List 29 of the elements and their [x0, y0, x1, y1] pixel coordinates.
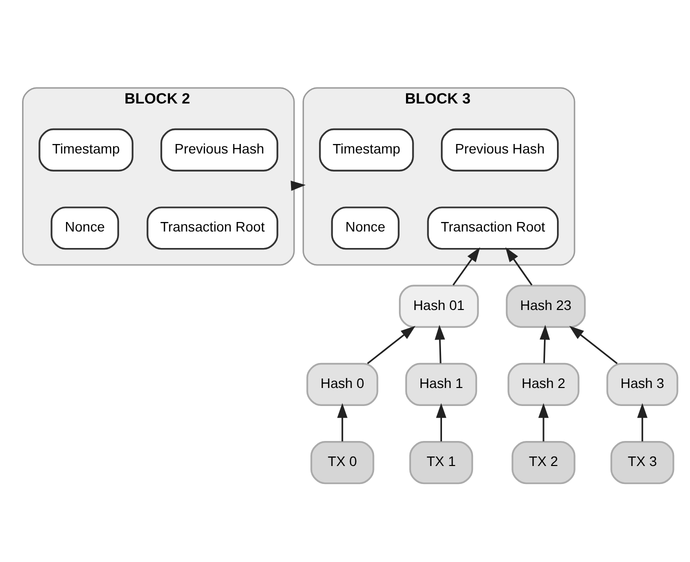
- node-box: Hash 3: [606, 362, 678, 406]
- node-box: TX 0: [310, 441, 374, 484]
- node-box: Hash 1: [404, 362, 477, 406]
- arrow: [436, 403, 446, 442]
- node-box: TX 2: [511, 441, 575, 484]
- arrow: [636, 403, 647, 442]
- node-box: TX 1: [408, 441, 473, 484]
- node-box: TX 3: [610, 441, 674, 484]
- node-box: Transaction Root: [146, 206, 278, 250]
- arrow: [539, 324, 550, 364]
- node-box: Timestamp: [38, 128, 133, 172]
- arrow: [568, 326, 618, 364]
- node-box: Previous Hash: [160, 128, 278, 172]
- arrow: [434, 324, 445, 364]
- arrow: [538, 403, 548, 442]
- arrow: [452, 247, 480, 286]
- arrow: [290, 180, 306, 191]
- node-box: Hash 0: [306, 362, 378, 406]
- arrow: [366, 326, 415, 364]
- node-box: Previous Hash: [440, 128, 558, 172]
- node-box: Nonce: [330, 206, 400, 250]
- arrow: [336, 403, 347, 442]
- arrow: [504, 247, 532, 286]
- node-box: Hash 2: [507, 362, 579, 406]
- node-box: Hash 23: [505, 284, 586, 328]
- node-box: Hash 01: [398, 284, 478, 328]
- node-box: Transaction Root: [426, 206, 558, 250]
- node-box: Timestamp: [318, 128, 414, 172]
- node-box: Nonce: [50, 206, 119, 250]
